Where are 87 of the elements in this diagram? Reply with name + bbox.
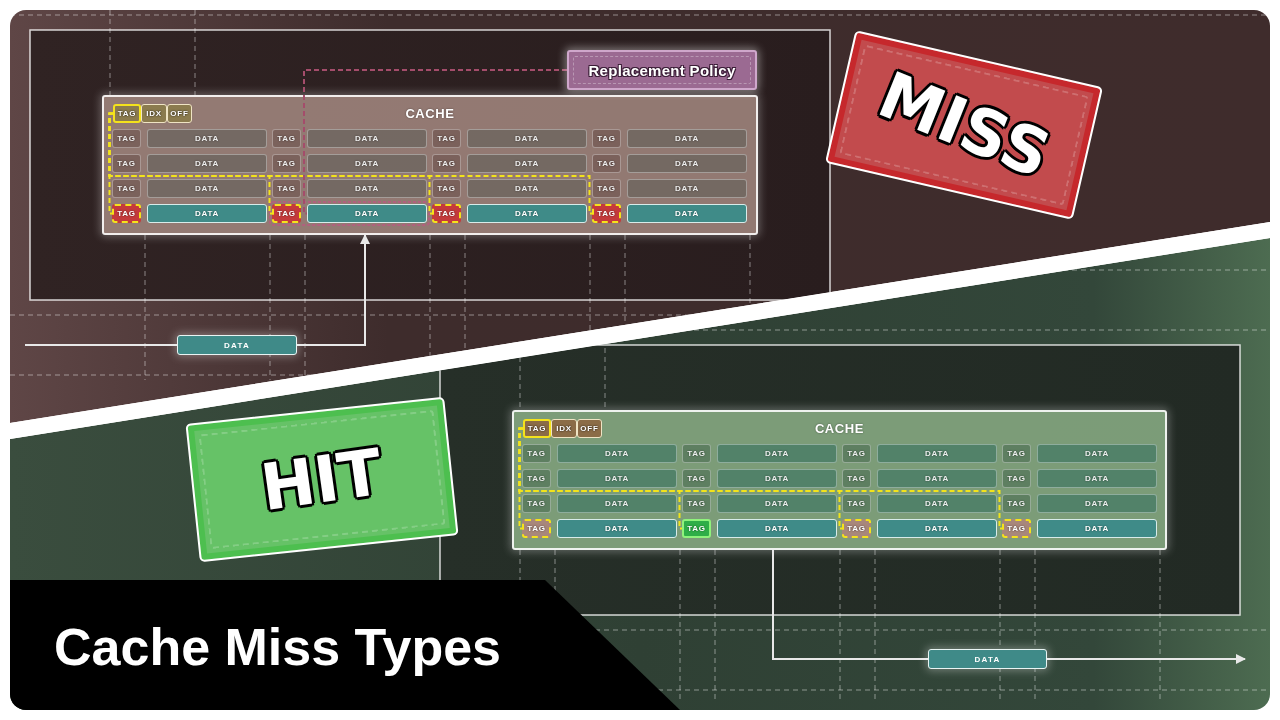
data-entry: DATA <box>717 494 837 513</box>
tag-entry: TAG <box>842 444 871 463</box>
tag-entry: TAG <box>682 494 711 513</box>
data-entry: DATA <box>717 444 837 463</box>
tag-entry: TAG <box>522 469 551 488</box>
data-entry: DATA <box>467 204 587 223</box>
data-entry: DATA <box>307 154 427 173</box>
tag-entry: TAG <box>682 444 711 463</box>
tag-segment: TAG <box>113 104 141 123</box>
tag-entry: TAG <box>522 444 551 463</box>
connector-line <box>24 344 178 346</box>
data-entry: DATA <box>627 179 747 198</box>
tag-entry: TAG <box>592 154 621 173</box>
data-entry: DATA <box>557 494 677 513</box>
tag-entry: TAG <box>682 519 711 538</box>
tag-entry: TAG <box>522 494 551 513</box>
data-entry: DATA <box>1037 494 1157 513</box>
tag-entry: TAG <box>112 204 141 223</box>
data-entry: DATA <box>877 519 997 538</box>
tag-entry: TAG <box>592 179 621 198</box>
data-entry: DATA <box>877 444 997 463</box>
data-entry: DATA <box>717 519 837 538</box>
offset-segment: OFF <box>167 104 192 123</box>
data-entry: DATA <box>627 204 747 223</box>
cache-title: CACHE <box>405 106 455 122</box>
tag-entry: TAG <box>592 204 621 223</box>
tag-entry: TAG <box>592 129 621 148</box>
tag-segment: TAG <box>523 419 551 438</box>
data-entry: DATA <box>147 154 267 173</box>
index-segment: IDX <box>551 419 577 438</box>
arrow <box>1046 654 1246 664</box>
data-block: DATA <box>928 649 1047 669</box>
data-entry: DATA <box>147 204 267 223</box>
tag-entry: TAG <box>272 204 301 223</box>
tag-entry: TAG <box>522 519 551 538</box>
tag-entry: TAG <box>432 154 461 173</box>
data-entry: DATA <box>557 444 677 463</box>
data-entry: DATA <box>627 129 747 148</box>
data-entry: DATA <box>467 129 587 148</box>
connector-line <box>772 549 929 660</box>
cache-panel <box>512 410 1167 550</box>
data-entry: DATA <box>467 154 587 173</box>
badge-text: HIT <box>257 439 387 520</box>
tag-entry: TAG <box>272 179 301 198</box>
tag-entry: TAG <box>432 129 461 148</box>
data-entry: DATA <box>1037 519 1157 538</box>
tag-entry: TAG <box>842 494 871 513</box>
tag-entry: TAG <box>1002 469 1031 488</box>
data-block: DATA <box>177 335 297 355</box>
offset-segment: OFF <box>577 419 602 438</box>
policy-box: Replacement Policy <box>567 50 757 90</box>
tag-entry: TAG <box>112 129 141 148</box>
cache-panel <box>102 95 758 235</box>
data-entry: DATA <box>557 519 677 538</box>
tag-entry: TAG <box>842 469 871 488</box>
dashed-connector-line <box>108 112 593 215</box>
data-entry: DATA <box>627 154 747 173</box>
tag-entry: TAG <box>432 204 461 223</box>
dashed-connector-line <box>303 69 568 215</box>
data-entry: DATA <box>1037 444 1157 463</box>
dashed-connector-line <box>518 427 1003 530</box>
data-entry: DATA <box>557 469 677 488</box>
data-entry: DATA <box>147 129 267 148</box>
tag-entry: TAG <box>272 129 301 148</box>
tag-entry: TAG <box>1002 494 1031 513</box>
data-entry: DATA <box>147 179 267 198</box>
tag-entry: TAG <box>1002 519 1031 538</box>
data-entry: DATA <box>717 469 837 488</box>
data-entry: DATA <box>467 179 587 198</box>
data-entry: DATA <box>877 469 997 488</box>
data-entry: DATA <box>877 494 997 513</box>
index-segment: IDX <box>141 104 167 123</box>
tag-entry: TAG <box>432 179 461 198</box>
tag-entry: TAG <box>682 469 711 488</box>
tag-entry: TAG <box>1002 444 1031 463</box>
badge-text: MISS <box>870 62 1058 188</box>
tag-entry: TAG <box>112 179 141 198</box>
tag-entry: TAG <box>842 519 871 538</box>
tag-entry: TAG <box>272 154 301 173</box>
data-entry: DATA <box>307 129 427 148</box>
data-entry: DATA <box>307 179 427 198</box>
arrow <box>296 234 370 346</box>
data-entry: DATA <box>307 204 427 223</box>
tag-entry: TAG <box>112 154 141 173</box>
data-entry: DATA <box>1037 469 1157 488</box>
cache-title: CACHE <box>814 421 865 437</box>
title-text: Cache Miss Types <box>54 617 501 677</box>
